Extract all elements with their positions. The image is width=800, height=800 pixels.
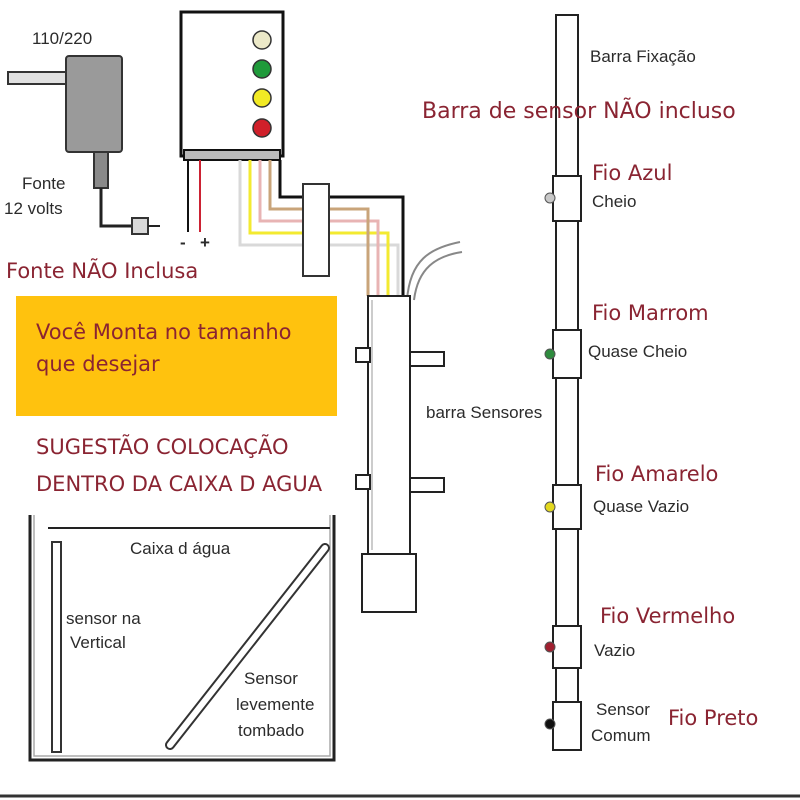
note-box: Você Monta no tamanho que desejar [16, 296, 337, 416]
sensor-contact-dot [544, 501, 556, 513]
wire-blue-label: Fio Azul [592, 161, 673, 185]
voltage-label: 110/220 [32, 29, 93, 48]
plus-sign: + [200, 233, 210, 252]
suggestion-line1: SUGESTÃO COLOCAÇÃO [36, 435, 289, 459]
sensor-bar [355, 295, 445, 613]
cable [413, 251, 463, 301]
wire-yellow-label: Fio Amarelo [595, 462, 719, 486]
placement-suggestion: SUGESTÃO COLOCAÇÃO DENTRO DA CAIXA D AGU… [36, 429, 356, 503]
note-text: Você Monta no tamanho que desejar [36, 320, 292, 376]
tilted-sensor-label-1: Sensor [244, 669, 298, 688]
wire-brown-label: Fio Marrom [592, 301, 709, 325]
minus-sign: - [180, 233, 186, 252]
vertical-sensor [51, 541, 62, 753]
green-led [252, 59, 272, 79]
vertical-sensor-label-1: sensor na [66, 609, 141, 628]
level-empty-label: Vazio [594, 641, 636, 660]
wire-black-label: Fio Preto [668, 706, 759, 730]
power-not-included: Fonte NÃO Inclusa [6, 259, 199, 283]
sensor-contact-dot [544, 641, 556, 653]
power-label-line1: Fonte [22, 174, 66, 193]
fixing-bar [552, 14, 582, 751]
level-full-label: Cheio [592, 192, 637, 211]
power-label-line2: 12 volts [4, 199, 63, 218]
wire-clamp [302, 183, 330, 277]
sensor-contact-dot [544, 192, 556, 204]
sensor-contact-dot [544, 718, 556, 730]
power-adapter [7, 55, 160, 235]
common-sensor-label-1: Sensor [596, 700, 650, 719]
level-almost-full-label: Quase Cheio [588, 342, 688, 361]
sensor-contacts [544, 192, 556, 730]
red-led [252, 118, 272, 138]
sensor-bar-label: barra Sensores [426, 403, 543, 422]
white-led [252, 30, 272, 50]
led-indicators [252, 30, 272, 138]
tilted-sensor-label-2: levemente [236, 695, 315, 714]
wire-red-label: Fio Vermelho [600, 604, 736, 628]
yellow-led [252, 88, 272, 108]
suggestion-line2: DENTRO DA CAIXA D AGUA [36, 472, 323, 496]
sensor-bar-not-included: Barra de sensor NÃO incluso [422, 99, 736, 124]
sensor-contact-dot [544, 348, 556, 360]
level-almost-empty-label: Quase Vazio [593, 497, 690, 516]
common-sensor-label-2: Comum [591, 726, 651, 745]
vertical-sensor-label-2: Vertical [70, 633, 126, 652]
tank-title: Caixa d água [130, 539, 231, 558]
water-tank [28, 515, 336, 762]
cable [406, 241, 461, 301]
fixing-bar-label: Barra Fixação [590, 47, 696, 66]
tilted-sensor-label-3: tombado [238, 721, 305, 740]
